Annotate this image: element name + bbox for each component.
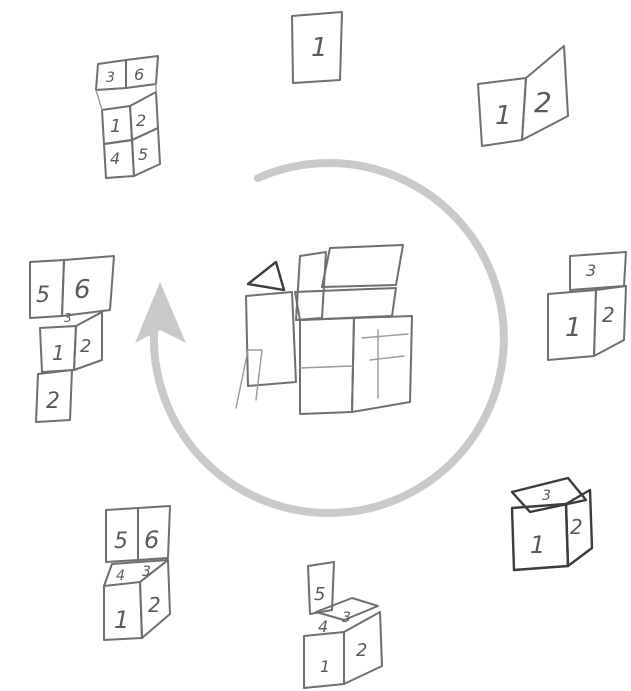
- step-6-face-label-e: 1: [114, 606, 129, 634]
- step-2-cube-net: 1 2: [478, 46, 568, 146]
- step-8-face-label-c: 1: [110, 116, 121, 137]
- step-7-face-label-d: 1: [52, 341, 65, 365]
- step-5-face-label-b: 4: [318, 617, 328, 636]
- step-6-face-label-d: 3: [142, 564, 151, 580]
- step-8-face-label-e: 4: [110, 149, 120, 168]
- step-4-face-label-a: 3: [542, 488, 551, 504]
- step-8-face-label-a: 3: [106, 70, 115, 86]
- step-7-cube-net: 5 6 3 1 2 2: [30, 256, 114, 422]
- step-6-face-label-a: 5: [114, 529, 128, 554]
- step-4-cube-net: 3 1 2: [512, 478, 592, 570]
- step-8-face-label-f: 5: [138, 145, 148, 164]
- step-3-face-label-a: 3: [586, 261, 596, 280]
- step-5-face-label-a: 5: [314, 584, 325, 605]
- step-6-face-label-b: 6: [144, 526, 159, 554]
- cycle-arrow: [135, 163, 504, 513]
- step-8-face-label-d: 2: [136, 111, 146, 130]
- step-4-face-label-b: 1: [530, 531, 545, 559]
- step-5-cube-net: 5 4 3 1 2: [304, 562, 382, 688]
- step-6-cube-net: 5 6 4 3 1 2: [104, 506, 170, 640]
- step-2-face-label-a: 1: [495, 101, 512, 131]
- step-5-face-label-e: 2: [356, 640, 367, 661]
- step-7-face-label-f: 2: [46, 389, 60, 414]
- step-2-face-label-b: 2: [534, 86, 552, 119]
- step-8-cube-net: 3 6 1 2 4 5: [96, 56, 160, 178]
- step-6-face-label-f: 2: [148, 593, 161, 617]
- step-6-face-label-c: 4: [116, 568, 125, 584]
- step-7-face-label-c: 3: [64, 311, 72, 325]
- step-5-face-label-c: 3: [342, 610, 351, 626]
- step-3-cube-net: 3 1 2: [548, 252, 626, 360]
- step-5-face-label-d: 1: [320, 657, 330, 676]
- step-4-face-label-c: 2: [570, 515, 583, 539]
- step-3-face-label-c: 2: [602, 303, 615, 327]
- step-7-face-label-e: 2: [80, 336, 91, 357]
- arrowhead-icon: [135, 282, 186, 343]
- step-7-face-label-b: 6: [74, 275, 91, 305]
- step-3-face-label-b: 1: [565, 313, 582, 343]
- step-1-face-label: 1: [311, 33, 328, 63]
- cycle-ring: [154, 163, 504, 513]
- step-1-cube-net: 1: [292, 12, 342, 83]
- step-7-face-label-a: 5: [36, 283, 50, 308]
- center-unfolded-net: [236, 245, 412, 414]
- step-8-face-label-b: 6: [134, 65, 144, 84]
